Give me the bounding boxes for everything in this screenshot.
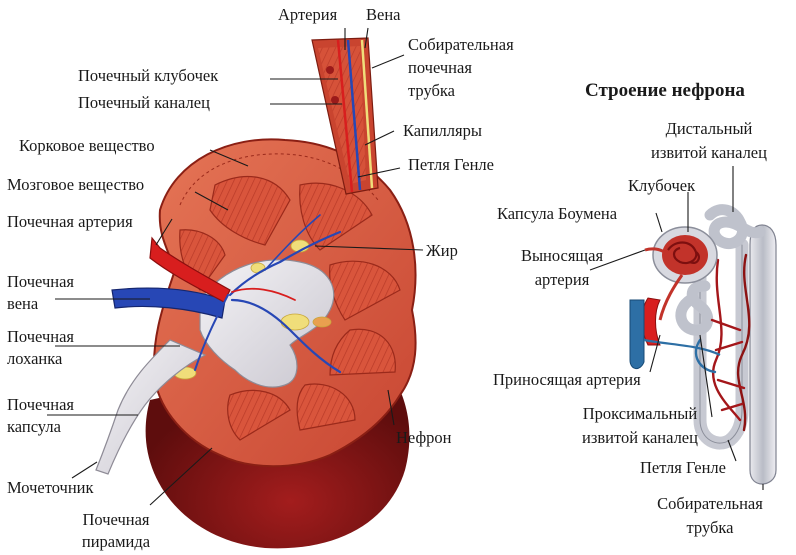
label-loop-henle: Петля Генле	[408, 155, 494, 175]
label-collecting-renal-tube: Собирательная почечная трубка	[408, 33, 514, 102]
label-distal-tubule: Дистальный извитой каналец	[620, 117, 796, 165]
label-renal-pelvis: Почечная лоханка	[7, 326, 74, 370]
collecting-tube-shape	[750, 225, 776, 484]
label-renal-artery: Почечная артерия	[7, 212, 133, 232]
label-medulla: Мозговое вещество	[7, 175, 144, 195]
label-fat: Жир	[426, 241, 458, 261]
label-afferent-artery: Приносящая артерия	[493, 370, 641, 390]
label-nephron-loop-henle: Петля Генле	[640, 458, 726, 478]
label-bowman-capsule: Капсула Боумена	[497, 204, 617, 224]
label-renal-pyramid: Почечная пирамида	[56, 509, 176, 553]
afferent-arteriole	[642, 298, 660, 345]
label-nephron-glomerulus: Клубочек	[628, 176, 695, 196]
label-renal-capsule: Почечная капсула	[7, 394, 74, 438]
nephron-title: Строение нефрона	[585, 80, 745, 102]
label-capillaries: Капилляры	[403, 121, 482, 141]
label-proximal-tubule: Проксимальный извитой каналец	[560, 402, 720, 450]
label-artery: Артерия	[278, 5, 337, 25]
label-renal-glomerulus: Почечный клубочек	[78, 66, 218, 86]
label-ureter: Мочеточник	[7, 478, 94, 498]
kidney-illustration	[96, 38, 416, 548]
label-renal-vein: Почечная вена	[7, 271, 74, 315]
vein-column	[630, 300, 644, 369]
label-vein: Вена	[366, 5, 400, 25]
label-cortex: Корковое вещество	[19, 136, 155, 156]
label-nephron: Нефрон	[396, 428, 451, 448]
label-collecting-tube: Собирательная трубка	[645, 492, 775, 540]
label-efferent-artery: Выносящая артерия	[507, 244, 617, 292]
label-renal-tubule: Почечный каналец	[78, 93, 210, 113]
